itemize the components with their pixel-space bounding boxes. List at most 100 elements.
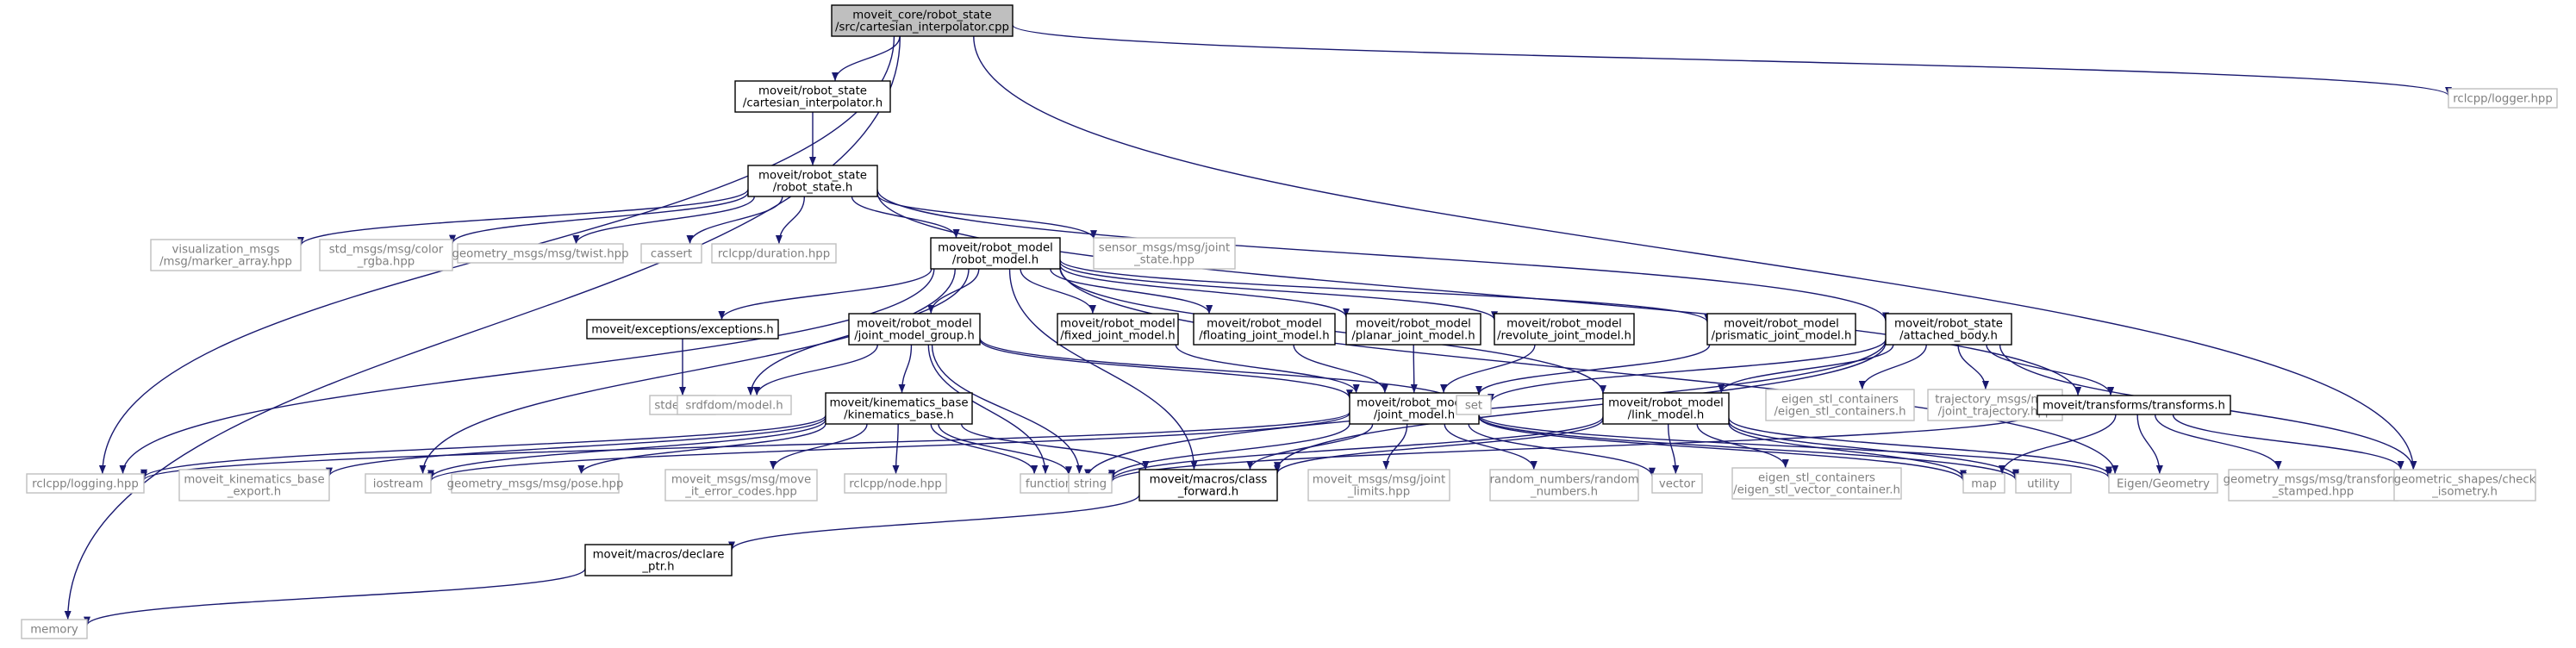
edge-kin-base-h-to-functional <box>930 423 1039 475</box>
edge-jmg-h-to-kin-base-h <box>898 344 913 394</box>
node-label: random_numbers/random <box>1489 474 1638 487</box>
edge-robot-state-h-to-attached-h <box>876 189 1889 321</box>
node-srdf: srdfdom/model.h <box>677 395 792 415</box>
node-eigen-vec: eigen_stl_containers/eigen_stl_vector_co… <box>1731 467 1902 500</box>
node-label: /floating_joint_model.h <box>1199 330 1329 343</box>
node-label: moveit/kinematics_base <box>829 397 968 410</box>
node-box <box>2108 473 2218 494</box>
node-declare-ptr-h[interactable]: moveit/macros/declare_ptr.h <box>584 544 733 576</box>
node-label: utility <box>2027 478 2060 491</box>
edge-kin-base-h-to-node <box>892 423 900 475</box>
node-string: string <box>1068 473 1113 494</box>
node-label: moveit/robot_model <box>1506 318 1622 331</box>
edge-joint-model-h-to-utility <box>1478 415 2019 481</box>
edge-joint-model-h-to-logging <box>140 411 1350 481</box>
node-box <box>1765 389 1915 421</box>
node-kin-base-h[interactable]: moveit/kinematics_base/kinematics_base.h <box>825 392 973 425</box>
node-jmg-h[interactable]: moveit/robot_model/joint_model_group.h <box>848 313 981 346</box>
node-label: _export.h <box>227 486 281 499</box>
node-box <box>2393 469 2536 502</box>
edge-link-model-h-to-string <box>1108 416 1604 481</box>
node-label: visualization_msgs <box>172 244 280 257</box>
node-vector: vector <box>1651 473 1703 494</box>
edge-jmg-h-to-functional <box>927 344 1050 475</box>
edge-joint-model-h-to-random <box>1444 423 1537 470</box>
node-pose: geometry_msgs/msg/pose.hpp <box>447 473 623 494</box>
node-fixed-h[interactable]: moveit/robot_model/fixed_joint_model.h <box>1057 313 1179 346</box>
node-eigen-geo: Eigen/Geometry <box>2108 473 2218 494</box>
node-label: eigen_stl_containers <box>1758 472 1875 485</box>
node-box <box>457 243 624 264</box>
edge-joint-model-h-to-eigen-geo <box>1478 414 2112 478</box>
node-box <box>1456 395 1492 415</box>
node-label: /fixed_joint_model.h <box>1060 330 1175 343</box>
node-label: /eigen_stl_vector_container.h <box>1733 484 1900 497</box>
node-robot-state-h[interactable]: moveit/robot_state/robot_state.h <box>747 165 878 197</box>
node-box <box>747 165 878 197</box>
node-label: iostream <box>373 478 423 491</box>
node-label: rclcpp/duration.hpp <box>718 248 830 261</box>
node-geo-shapes: geometric_shapes/check_isometry.h <box>2393 469 2536 502</box>
node-transforms-h[interactable]: moveit/transforms/transforms.h <box>2036 395 2231 415</box>
edge-attached-h-to-traj-msgs <box>1957 344 1989 390</box>
node-label: _forward.h <box>1177 486 1238 499</box>
node-duration: rclcpp/duration.hpp <box>711 243 837 264</box>
node-root[interactable]: moveit_core/robot_state/src/cartesian_in… <box>831 4 1014 37</box>
node-label: rclcpp/node.hpp <box>849 478 942 491</box>
edge-robot-model-h-to-class-fwd-h <box>1008 268 1198 470</box>
edge-joint-model-h-to-string <box>1108 423 1350 479</box>
edge-attached-h-to-eigen-stl <box>1858 344 1927 390</box>
node-floating-h[interactable]: moveit/robot_model/floating_joint_model.… <box>1193 313 1336 346</box>
edge-root-to-ci-h <box>832 35 901 82</box>
node-robot-model-h[interactable]: moveit/robot_model/robot_model.h <box>930 237 1061 270</box>
node-joint-state: sensor_msgs/msg/joint_state.hpp <box>1093 237 1236 270</box>
edge-revolute-h-to-joint-model-h <box>1440 344 1536 394</box>
node-prismatic-h[interactable]: moveit/robot_model/prismatic_joint_model… <box>1706 313 1856 346</box>
node-planar-h[interactable]: moveit/robot_model/planar_joint_model.h <box>1345 313 1481 346</box>
node-joint-limits: moveit_msgs/msg/joint_limits.hpp <box>1307 469 1450 502</box>
node-box <box>1731 467 1902 500</box>
edge-attached-h-to-set <box>1488 339 1887 403</box>
edge-robot-state-h-to-joint-state <box>876 194 1097 240</box>
node-label: vector <box>1659 478 1696 491</box>
edge-joint-model-h-to-iostream <box>427 412 1350 482</box>
node-box <box>930 237 1061 270</box>
edge-link-model-h-to-class-fwd-h <box>1274 418 1604 474</box>
node-box <box>844 473 947 494</box>
edge-declare-ptr-h-to-memory <box>84 568 586 626</box>
edge-transforms-h-to-tf-stamped <box>2154 414 2282 470</box>
node-label: /revolute_joint_model.h <box>1497 330 1631 343</box>
node-box <box>1307 469 1450 502</box>
edge-robot-state-h-to-vis-msgs <box>297 189 749 246</box>
edge-joint-model-h-to-vector <box>1468 423 1656 477</box>
edge-robot-model-h-to-floating-h <box>1050 268 1213 315</box>
node-label: _rgba.hpp <box>357 256 415 269</box>
edge-robot-model-h-to-iostream <box>419 268 956 475</box>
node-label: _it_error_codes.hpp <box>684 486 797 499</box>
node-label: moveit/robot_state <box>1894 318 2003 331</box>
node-label: moveit/macros/class <box>1150 474 1268 487</box>
node-box <box>1193 313 1336 346</box>
node-attached-h[interactable]: moveit/robot_state/attached_body.h <box>1885 313 2012 346</box>
node-label: moveit/macros/declare <box>593 549 725 562</box>
node-label: moveit/robot_model <box>1357 397 1472 410</box>
node-box <box>664 469 818 502</box>
node-box <box>1885 313 2012 346</box>
node-label: eigen_stl_containers <box>1781 394 1899 407</box>
node-label: _ptr.h <box>641 561 674 574</box>
edge-kin-base-h-to-move-it-err <box>770 423 868 470</box>
node-box <box>831 4 1014 37</box>
edge-jmg-h-to-string <box>931 344 1083 475</box>
node-label: /kinematics_base.h <box>844 409 954 422</box>
node-memory: memory <box>21 619 88 639</box>
node-link-model-h[interactable]: moveit/robot_model/link_model.h <box>1602 392 1730 425</box>
node-label: _isometry.h <box>2431 486 2498 499</box>
node-ci-h[interactable]: moveit/robot_state/cartesian_interpolato… <box>734 80 891 113</box>
node-box <box>711 243 837 264</box>
node-exceptions-h[interactable]: moveit/exceptions/exceptions.h <box>586 319 779 340</box>
node-label: /robot_state.h <box>773 182 853 195</box>
node-revolute-h[interactable]: moveit/robot_model/revolute_joint_model.… <box>1494 313 1635 346</box>
node-label: moveit/robot_model <box>1207 318 1322 331</box>
node-class-fwd-h[interactable]: moveit/macros/class_forward.h <box>1138 469 1278 502</box>
node-random: random_numbers/random_numbers.h <box>1489 469 1639 502</box>
